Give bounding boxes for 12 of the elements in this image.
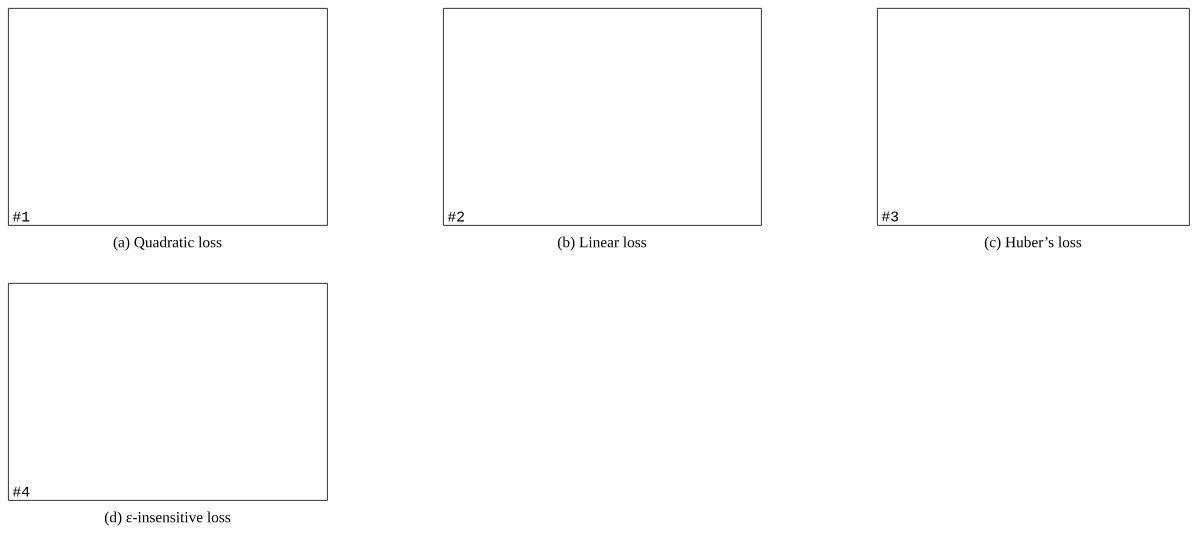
plot-frame [8,8,328,226]
box-label: #3 [881,211,899,222]
subfigure-label: (a) Quadratic loss [113,236,222,251]
box-label: #2 [447,211,464,222]
subfigure-label: (d) ε-insensitive loss [104,511,231,526]
subfigure-label: (c) Huber’s loss [984,236,1082,251]
subfigure-label: (b) Linear loss [557,236,647,251]
plot-frame [8,283,328,501]
plot-frame [877,8,1190,226]
box-label: #4 [12,486,30,497]
plot-frame [443,8,762,226]
box-label: #1 [12,211,30,222]
